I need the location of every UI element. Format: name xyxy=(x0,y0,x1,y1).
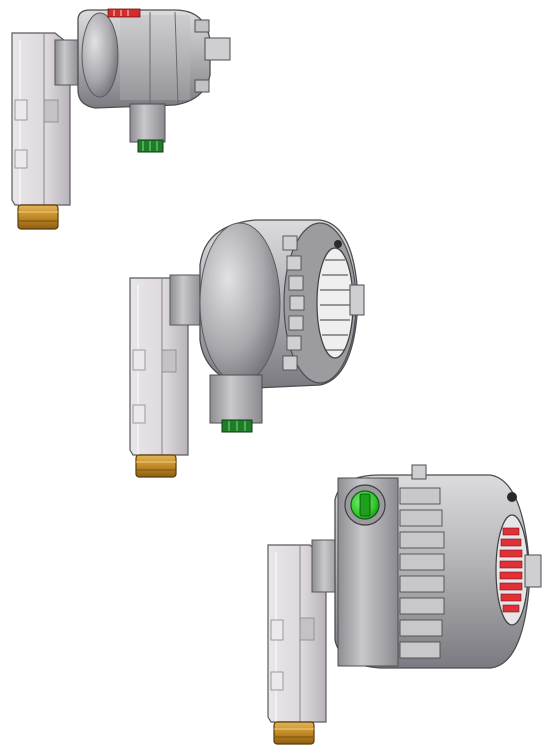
cooling-fins xyxy=(282,235,305,371)
sensor-housing xyxy=(77,8,231,109)
red-label xyxy=(107,8,141,18)
conduit-stub xyxy=(129,103,166,153)
sensor-housing xyxy=(334,464,542,669)
brass-fitting xyxy=(273,721,315,745)
brass-fitting xyxy=(135,454,177,478)
detector-variant-a xyxy=(11,8,231,230)
green-button xyxy=(344,484,386,526)
detector-variant-c xyxy=(267,464,542,745)
conduit-stub xyxy=(209,374,263,433)
sensor-housing xyxy=(199,219,365,389)
red-led-display xyxy=(495,492,542,626)
brass-fitting xyxy=(17,204,59,230)
detector-variant-b xyxy=(129,219,365,478)
cooling-fins xyxy=(399,487,445,659)
